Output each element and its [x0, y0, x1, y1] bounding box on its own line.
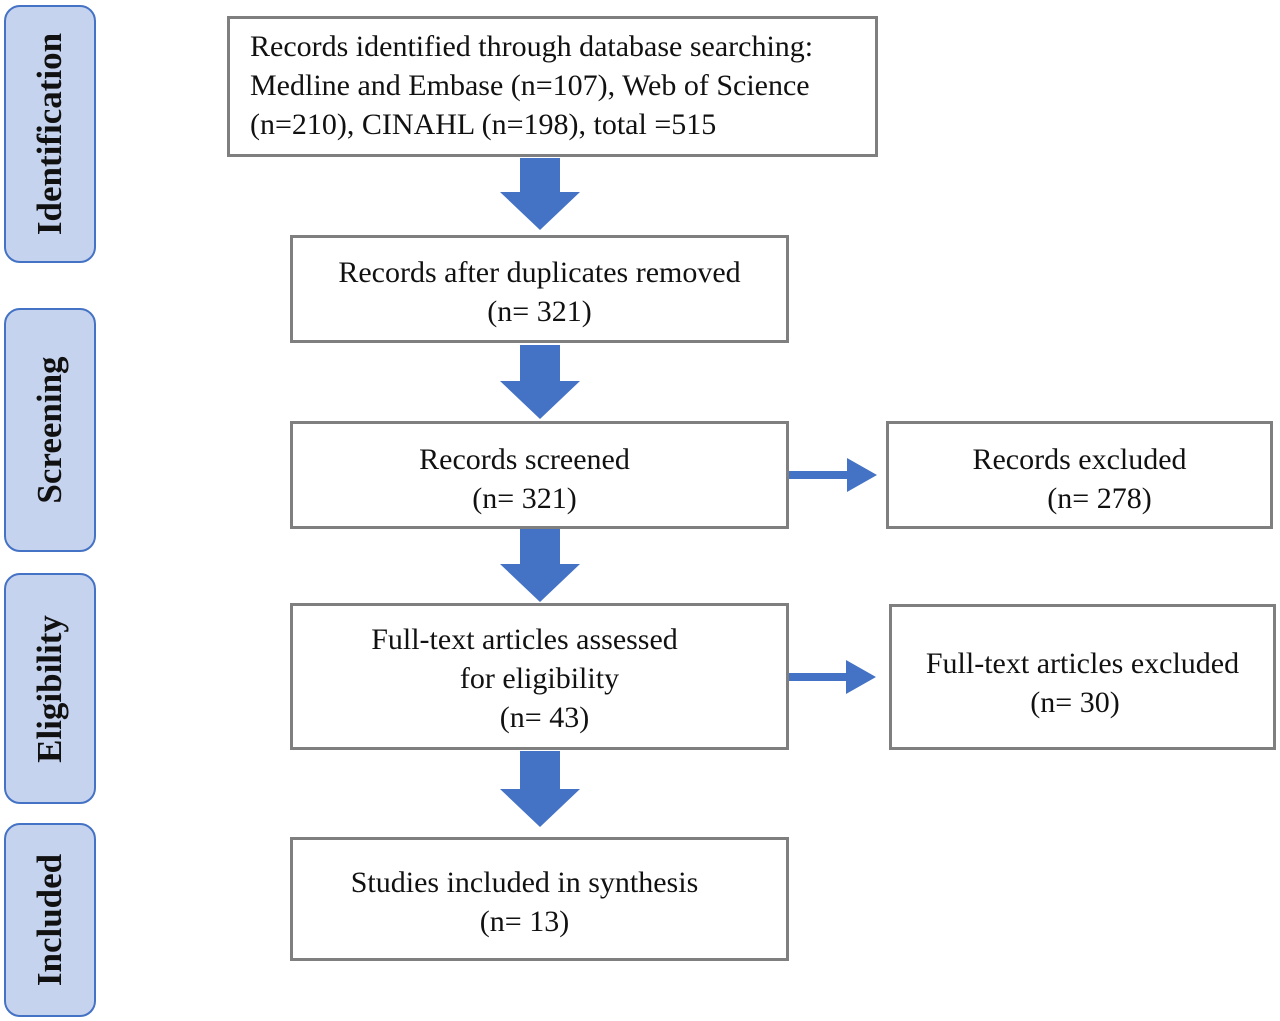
- stage-eligibility-label: Eligibility: [30, 614, 69, 763]
- fulltext-assessed-box: Full-text articles assessed for eligibil…: [290, 603, 789, 750]
- stage-screening-label: Screening: [30, 356, 69, 504]
- records-identified-line-2: Medline and Embase (n=107), Web of Scien…: [250, 69, 810, 102]
- records-identified-line-3: (n=210), CINAHL (n=198), total =515: [250, 108, 717, 141]
- stage-included: Included: [4, 823, 96, 1017]
- stage-identification: Identification: [4, 5, 96, 263]
- down-arrow-3: [500, 529, 580, 602]
- records-screened-count: (n= 321): [472, 482, 577, 515]
- stage-screening: Screening: [4, 308, 96, 552]
- fulltext-assessed-line-1: Full-text articles assessed: [371, 623, 678, 656]
- right-arrow-fulltext-excluded: [789, 660, 876, 694]
- records-excluded-title: Records excluded: [972, 443, 1187, 476]
- right-arrow-excluded: [789, 458, 877, 492]
- records-screened-title: Records screened: [419, 443, 630, 476]
- fulltext-assessed-count: (n= 43): [499, 701, 590, 734]
- records-screened-box: Records screened (n= 321): [290, 421, 789, 529]
- down-arrow-2: [500, 345, 580, 419]
- records-identified-box: Records identified through database sear…: [227, 16, 878, 157]
- duplicates-removed-count: (n= 321): [487, 295, 592, 328]
- down-arrow-1: [500, 158, 580, 230]
- records-excluded-count: (n= 278): [1047, 482, 1152, 515]
- fulltext-excluded-count: (n= 30): [1030, 686, 1120, 719]
- stage-included-label: Included: [30, 853, 69, 987]
- records-excluded-box: Records excluded (n= 278): [886, 421, 1273, 529]
- records-identified-line-1: Records identified through database sear…: [250, 30, 814, 63]
- duplicates-removed-box: Records after duplicates removed (n= 321…: [290, 235, 789, 343]
- fulltext-excluded-box: Full-text articles excluded (n= 30): [889, 604, 1276, 750]
- fulltext-excluded-title: Full-text articles excluded: [925, 647, 1240, 680]
- duplicates-removed-title: Records after duplicates removed: [338, 256, 741, 289]
- stage-eligibility: Eligibility: [4, 573, 96, 804]
- down-arrow-4: [500, 751, 580, 827]
- studies-included-count: (n= 13): [479, 905, 570, 938]
- stage-identification-label: Identification: [30, 32, 69, 236]
- studies-included-box: Studies included in synthesis (n= 13): [290, 837, 789, 961]
- fulltext-assessed-line-2: for eligibility: [459, 662, 620, 695]
- studies-included-title: Studies included in synthesis: [350, 866, 699, 899]
